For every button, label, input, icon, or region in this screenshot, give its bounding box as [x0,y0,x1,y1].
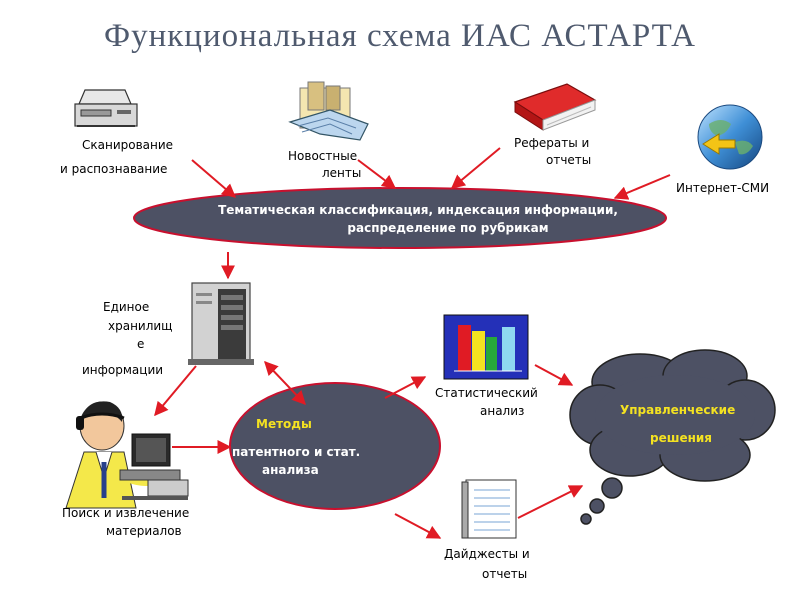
label-reports-2: отчеты [546,153,592,167]
arrow-news-to-classify [357,159,397,189]
label-methods-1: Методы [256,417,312,431]
label-classify-1: Тематическая классификация, индексация и… [218,203,618,217]
label-storage-3: е [137,337,145,351]
arrow-methods-to-stat [384,376,427,399]
label-digest-2: отчеты [482,567,528,581]
document-icon [461,479,517,539]
classification-ellipse [133,187,667,249]
arrows [154,147,671,539]
arrow-storage-to-search [154,365,197,417]
globe-icon [697,104,763,170]
arrow-reports-to-classify [450,147,501,189]
label-stat-1: Статистический [435,386,538,400]
label-storage-4: информации [82,363,164,377]
label-reports-1: Рефераты и [514,136,590,150]
server-icon [188,282,254,365]
book-icon [513,83,597,131]
arrow-storage-methods [264,360,306,406]
label-stat-2: анализ [480,404,525,418]
label-internet: Интернет-СМИ [676,181,770,195]
label-scan-1: Сканирование [82,138,174,152]
label-scan-2: и распознавание [60,162,168,176]
scanner-icon [74,89,138,127]
label-decisions-2: решения [650,431,713,445]
label-methods-2: патентного и стат. [232,445,361,459]
label-decisions-1: Управленческие [620,403,736,417]
arrow-digest-to-decisions [517,485,584,519]
thought-cloud-icon [569,349,776,525]
arrow-methods-to-digest [394,513,442,539]
arrow-internet-to-classify [613,174,671,200]
arrow-stat-to-decisions [534,364,574,386]
label-classify-2: распределение по рубрикам [347,221,549,235]
person-at-computer-icon [65,401,189,509]
arrow-scan-to-classify [191,159,237,198]
label-news-2: ленты [322,166,362,180]
label-digest-1: Дайджесты и [444,547,530,561]
label-search-2: материалов [106,524,182,538]
label-storage-2: хранилищ [108,319,173,333]
news-feed-icon [288,81,369,141]
bar-chart-icon [443,314,529,380]
label-storage-1: Единое [103,300,150,314]
label-methods-3: анализа [262,463,319,477]
label-news-1: Новостные [288,149,358,163]
page-title: Функциональная схема ИАС АСТАРТА [104,18,696,54]
label-search-1: Поиск и извлечение [62,506,190,520]
